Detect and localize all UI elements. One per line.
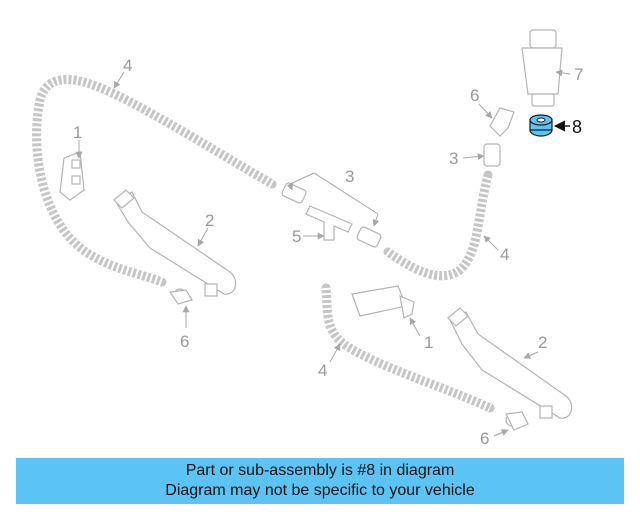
connector-upper-right bbox=[483, 143, 501, 167]
callout-2-lower: 2 bbox=[538, 333, 547, 352]
callout-6-upper-left: 6 bbox=[180, 332, 189, 351]
jet-lower-right bbox=[505, 411, 529, 431]
callout-3-center: 3 bbox=[345, 167, 354, 186]
washer-nozzle-upper bbox=[113, 189, 237, 297]
callout-7: 7 bbox=[574, 65, 583, 84]
callout-4-lower: 4 bbox=[318, 361, 327, 380]
callout-4-upper: 4 bbox=[123, 56, 132, 75]
hose-center-right bbox=[383, 170, 493, 281]
bracket-lower bbox=[351, 285, 415, 319]
elbow-upper-right bbox=[489, 107, 515, 137]
callout-6-lower: 6 bbox=[480, 429, 489, 448]
connector-left bbox=[281, 182, 307, 204]
callout-1-lower: 1 bbox=[424, 333, 433, 352]
connector-right bbox=[356, 226, 382, 248]
tee-fitting bbox=[305, 205, 353, 241]
banner-line-1: Part or sub-assembly is #8 in diagram bbox=[185, 462, 455, 479]
grommet-highlighted bbox=[529, 114, 553, 137]
callout-2-upper: 2 bbox=[205, 211, 214, 230]
info-banner: Part or sub-assembly is #8 in diagram Di… bbox=[16, 458, 624, 504]
callout-3-right: 3 bbox=[449, 149, 458, 168]
callout-6-upper-right: 6 bbox=[470, 86, 479, 105]
leader-lines bbox=[75, 69, 571, 437]
bracket-upper bbox=[59, 151, 85, 201]
callout-5: 5 bbox=[292, 227, 301, 246]
callout-4-right: 4 bbox=[500, 245, 509, 264]
jet-upper-left bbox=[168, 288, 193, 305]
hose-lower bbox=[321, 283, 495, 413]
callout-8: 8 bbox=[572, 117, 582, 137]
banner-line-2: Diagram may not be specific to your vehi… bbox=[165, 482, 475, 499]
washer-pump bbox=[521, 29, 563, 107]
callout-1-upper: 1 bbox=[73, 123, 82, 142]
hose-upper-loop bbox=[32, 75, 277, 287]
washer-nozzle-lower bbox=[447, 307, 573, 419]
